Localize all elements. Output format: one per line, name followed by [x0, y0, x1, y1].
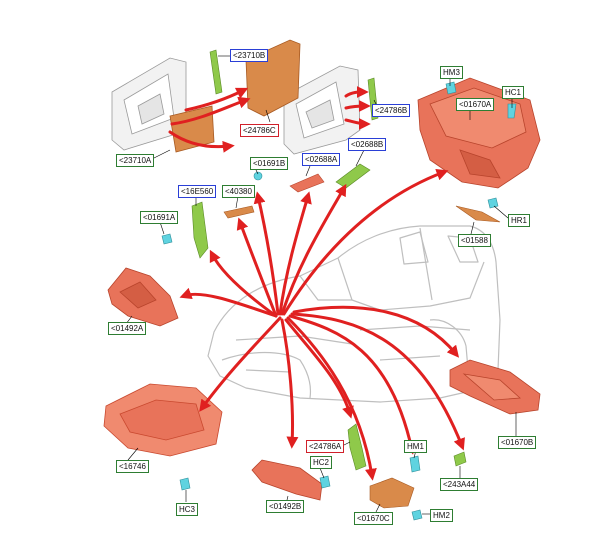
callout-01691A[interactable]: <01691A: [140, 211, 179, 224]
lower-bracket-clip: [319, 475, 331, 489]
door-inner-right: [283, 65, 361, 155]
callout-01670A[interactable]: <01670A: [456, 98, 495, 111]
callout-24786A[interactable]: <24786A: [306, 440, 345, 453]
floor-insulator-clip: [179, 477, 191, 491]
callout-01691B[interactable]: <01691B: [250, 157, 289, 170]
callout-01588[interactable]: <01588: [458, 234, 491, 247]
floor-insulator: [103, 383, 223, 457]
callout-24786C[interactable]: <24786C: [240, 124, 279, 137]
callout-HC3[interactable]: HC3: [176, 503, 199, 516]
callout-HC1[interactable]: HC1: [502, 86, 525, 99]
dash-insulator: [455, 205, 501, 223]
right-insulator: [449, 359, 541, 415]
callout-243A44[interactable]: <243A44: [440, 478, 479, 491]
callout-16746[interactable]: <16746: [116, 460, 149, 473]
callout-01492A[interactable]: <01492A: [108, 322, 147, 335]
pillar-seal: [347, 423, 367, 471]
callout-02688B[interactable]: <02688B: [348, 138, 387, 151]
callout-01670B[interactable]: <01670B: [498, 436, 537, 449]
left-bracket: [107, 267, 179, 327]
callout-HR1[interactable]: HR1: [508, 214, 531, 227]
callout-23710B[interactable]: <23710B: [230, 49, 269, 62]
hm1-clip: [409, 455, 421, 473]
upper-small-parts: [161, 163, 371, 259]
callout-HM2[interactable]: HM2: [430, 509, 453, 522]
callout-16E560[interactable]: <16E560: [178, 185, 217, 198]
callout-24786B[interactable]: <24786B: [372, 104, 411, 117]
lower-bracket: [251, 459, 323, 501]
seal-243a44: [453, 451, 467, 467]
callout-40380[interactable]: <40380: [222, 185, 255, 198]
callout-01492B[interactable]: <01492B: [266, 500, 305, 513]
callout-01670C[interactable]: <01670C: [354, 512, 393, 525]
pointer-arrows: [168, 86, 465, 481]
callout-HM1[interactable]: HM1: [404, 440, 427, 453]
callout-23710A[interactable]: <23710A: [116, 154, 155, 167]
hm2-clip: [411, 509, 423, 521]
dash-clips: [445, 81, 517, 209]
foam-pad-c: [369, 477, 415, 509]
callout-HM3[interactable]: HM3: [440, 66, 463, 79]
callout-02688A[interactable]: <02688A: [302, 153, 341, 166]
callout-HC2[interactable]: HC2: [310, 456, 333, 469]
